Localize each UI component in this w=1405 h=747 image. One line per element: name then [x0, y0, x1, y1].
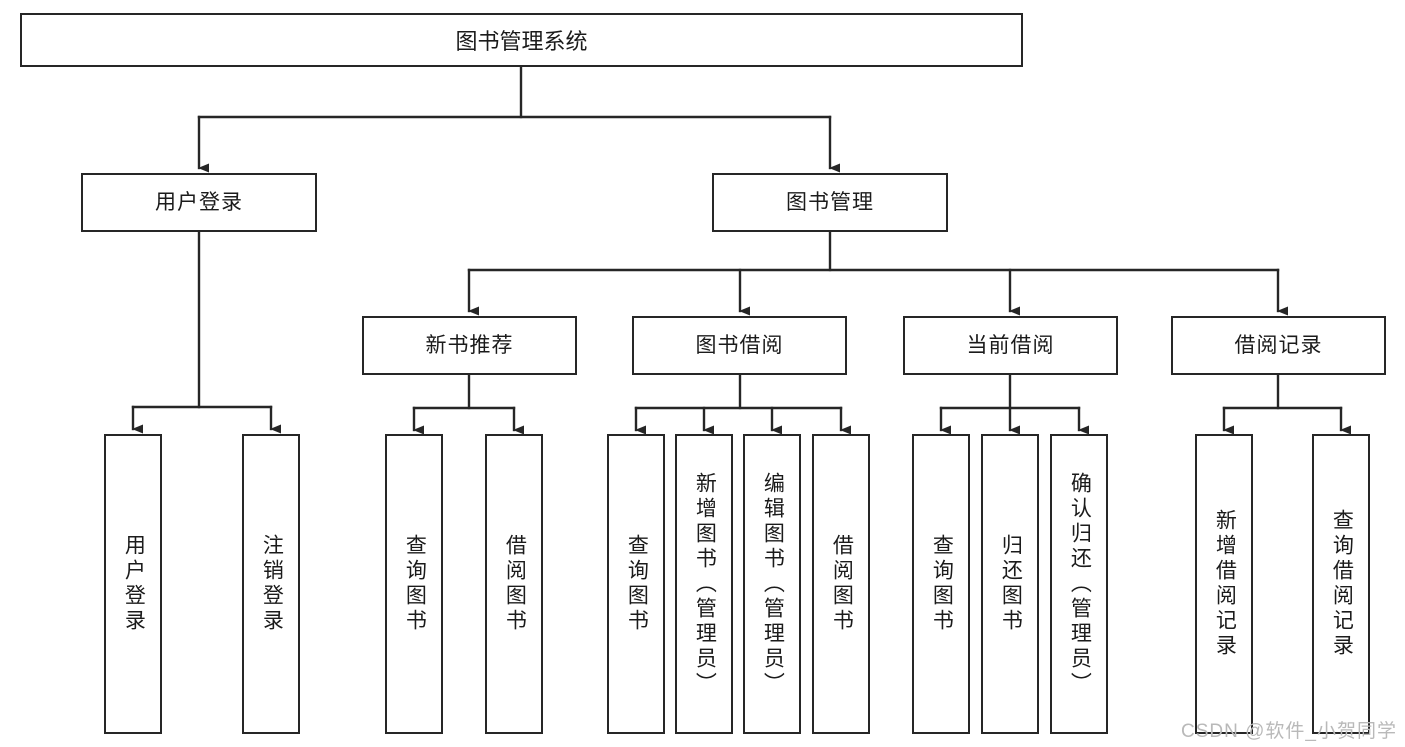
- node-borrow-record[interactable]: 借阅记录: [1171, 316, 1386, 375]
- leaf-current-query-book[interactable]: 查询图书: [912, 434, 970, 734]
- node-label: 查询借阅记录: [1330, 509, 1354, 659]
- leaf-current-return-book[interactable]: 归还图书: [981, 434, 1039, 734]
- node-label: 用户登录: [155, 190, 243, 214]
- watermark: CSDN @软件_小贺同学: [1181, 721, 1397, 742]
- node-label: 当前借阅: [966, 333, 1055, 357]
- leaf-record-add-record[interactable]: 新增借阅记录: [1195, 434, 1253, 734]
- node-new-book-recommend[interactable]: 新书推荐: [362, 316, 577, 375]
- node-user-login[interactable]: 用户登录: [81, 173, 317, 232]
- node-book-management[interactable]: 图书管理: [712, 173, 948, 232]
- node-label: 图书管理系统: [455, 29, 588, 54]
- node-label: 归还图书: [999, 534, 1023, 634]
- node-label: 新增借阅记录: [1213, 509, 1237, 659]
- node-label: 确认归还（管理员）: [1068, 471, 1092, 697]
- node-root-system[interactable]: 图书管理系统: [20, 13, 1023, 67]
- node-label: 图书管理: [786, 190, 874, 214]
- leaf-borrow-borrow-book[interactable]: 借阅图书: [812, 434, 870, 734]
- node-label: 查询图书: [403, 534, 427, 634]
- node-label: 图书借阅: [695, 333, 784, 357]
- node-label: 查询图书: [625, 534, 649, 634]
- node-label: 新书推荐: [425, 333, 514, 357]
- node-label: 编辑图书（管理员）: [761, 471, 785, 697]
- leaf-borrow-query-book[interactable]: 查询图书: [607, 434, 665, 734]
- leaf-current-confirm-return-admin[interactable]: 确认归还（管理员）: [1050, 434, 1108, 734]
- node-label: 借阅图书: [830, 534, 854, 634]
- leaf-record-query-record[interactable]: 查询借阅记录: [1312, 434, 1370, 734]
- node-label: 查询图书: [930, 534, 954, 634]
- leaf-borrow-add-book-admin[interactable]: 新增图书（管理员）: [675, 434, 733, 734]
- leaf-user-login[interactable]: 用户登录: [104, 434, 162, 734]
- leaf-user-logout[interactable]: 注销登录: [242, 434, 300, 734]
- node-label: 注销登录: [260, 534, 284, 634]
- node-label: 借阅图书: [503, 534, 527, 634]
- leaf-borrow-edit-book-admin[interactable]: 编辑图书（管理员）: [743, 434, 801, 734]
- node-label: 借阅记录: [1234, 333, 1323, 357]
- node-current-borrow[interactable]: 当前借阅: [903, 316, 1118, 375]
- node-label: 用户登录: [122, 534, 146, 634]
- node-label: 新增图书（管理员）: [693, 471, 717, 697]
- leaf-recommend-query-book[interactable]: 查询图书: [385, 434, 443, 734]
- leaf-recommend-borrow-book[interactable]: 借阅图书: [485, 434, 543, 734]
- node-book-borrow[interactable]: 图书借阅: [632, 316, 847, 375]
